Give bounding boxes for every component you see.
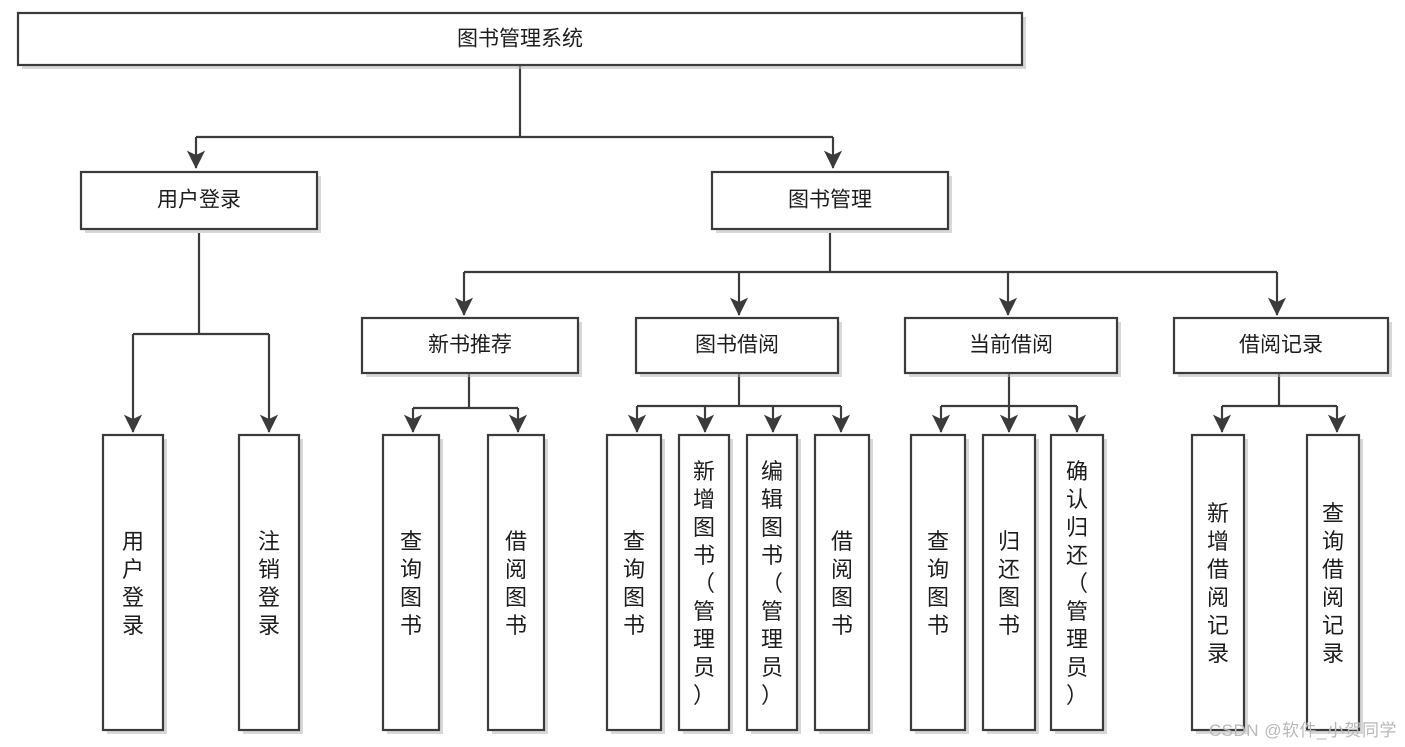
node-leaf-user-login-2-label: 注销登录 xyxy=(258,529,280,638)
node-leaf-current-borrow-1-box xyxy=(909,433,967,732)
node-leaf-book-borrow-3-label: 编辑图书（管理员） xyxy=(761,459,783,708)
node-current-borrow[interactable]: 当前借阅 xyxy=(903,316,1121,377)
connector-layer xyxy=(123,66,1347,433)
node-leaf-borrow-record-2-label: 查询借阅记录 xyxy=(1322,501,1344,666)
node-leaf-current-borrow-3-box xyxy=(1049,433,1105,732)
node-leaf-current-borrow-1[interactable]: 查询图书 xyxy=(909,433,969,734)
node-new-book-recommend[interactable]: 新书推荐 xyxy=(360,316,582,377)
node-leaf-current-borrow-2[interactable]: 归还图书 xyxy=(981,433,1039,734)
node-borrow-record-label: 借阅记录 xyxy=(1239,334,1323,357)
node-leaf-user-login-1[interactable]: 用户登录 xyxy=(101,433,167,734)
node-leaf-new-book-2-label: 借阅图书 xyxy=(505,529,527,638)
node-book-manage[interactable]: 图书管理 xyxy=(710,170,952,233)
node-book-borrow-label: 图书借阅 xyxy=(695,334,779,357)
node-leaf-borrow-record-1-box xyxy=(1190,433,1246,732)
node-leaf-new-book-1[interactable]: 查询图书 xyxy=(381,433,443,734)
node-borrow-record[interactable]: 借阅记录 xyxy=(1172,316,1392,377)
node-current-borrow-label: 当前借阅 xyxy=(969,334,1053,357)
node-leaf-new-book-2[interactable]: 借阅图书 xyxy=(486,433,548,734)
node-new-book-recommend-box xyxy=(360,316,580,375)
node-user-login-label: 用户登录 xyxy=(157,189,241,212)
node-book-manage-box xyxy=(710,170,950,231)
node-borrow-record-box xyxy=(1172,316,1390,375)
node-leaf-book-borrow-3[interactable]: 编辑图书（管理员） xyxy=(745,433,801,734)
node-book-manage-label: 图书管理 xyxy=(788,189,872,212)
node-leaf-user-login-2[interactable]: 注销登录 xyxy=(237,433,303,734)
node-leaf-new-book-1-box xyxy=(381,433,441,732)
node-leaf-user-login-2-box xyxy=(237,433,301,732)
node-leaf-book-borrow-1[interactable]: 查询图书 xyxy=(605,433,665,734)
node-leaf-borrow-record-1-label: 新增借阅记录 xyxy=(1207,501,1229,666)
node-leaf-book-borrow-2-label: 新增图书（管理员） xyxy=(693,459,715,708)
node-leaf-user-login-1-label: 用户登录 xyxy=(122,529,144,638)
node-root[interactable]: 图书管理系统 xyxy=(16,11,1026,69)
node-new-book-recommend-label: 新书推荐 xyxy=(428,334,512,357)
node-current-borrow-box xyxy=(903,316,1119,375)
node-book-borrow-box xyxy=(634,316,840,375)
node-leaf-current-borrow-1-label: 查询图书 xyxy=(927,529,949,638)
node-leaf-user-login-1-box xyxy=(101,433,165,732)
node-user-login-box xyxy=(79,170,319,231)
node-leaf-borrow-record-2[interactable]: 查询借阅记录 xyxy=(1305,433,1363,734)
node-leaf-book-borrow-3-box xyxy=(745,433,799,732)
node-leaf-current-borrow-3[interactable]: 确认归还（管理员） xyxy=(1049,433,1107,734)
node-leaf-book-borrow-4-label: 借阅图书 xyxy=(831,529,853,638)
node-leaf-book-borrow-4-box xyxy=(813,433,871,732)
node-leaf-book-borrow-1-box xyxy=(605,433,663,732)
node-leaf-current-borrow-2-box xyxy=(981,433,1037,732)
node-leaf-new-book-2-box xyxy=(486,433,546,732)
node-leaf-book-borrow-1-label: 查询图书 xyxy=(623,529,645,638)
node-leaf-book-borrow-4[interactable]: 借阅图书 xyxy=(813,433,873,734)
node-leaf-current-borrow-3-label: 确认归还（管理员） xyxy=(1066,459,1088,708)
node-leaf-borrow-record-2-box xyxy=(1305,433,1361,732)
node-leaf-current-borrow-2-label: 归还图书 xyxy=(998,529,1020,638)
node-leaf-new-book-1-label: 查询图书 xyxy=(400,529,422,638)
node-leaf-book-borrow-2-box xyxy=(677,433,731,732)
node-book-borrow[interactable]: 图书借阅 xyxy=(634,316,842,377)
node-root-box xyxy=(16,11,1024,67)
node-root-label: 图书管理系统 xyxy=(457,28,583,51)
node-leaf-book-borrow-2[interactable]: 新增图书（管理员） xyxy=(677,433,733,734)
node-leaf-borrow-record-1[interactable]: 新增借阅记录 xyxy=(1190,433,1248,734)
node-user-login[interactable]: 用户登录 xyxy=(79,170,321,233)
